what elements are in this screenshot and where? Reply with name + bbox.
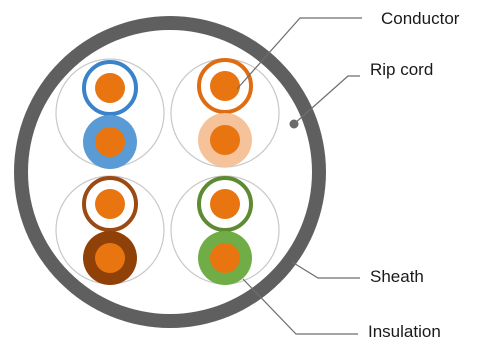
conductor-label: Conductor [381,9,460,28]
rip-cord-label: Rip cord [370,60,433,79]
insulation-leader-line [242,278,358,335]
insulation-label: Insulation [368,322,441,340]
cable-interior [28,30,312,314]
conductor-leader-line [236,17,362,90]
pair-blue-solid-conductor [95,127,125,157]
pair-brown [55,175,165,285]
pair-green [170,175,280,285]
pair-brown-stripe-conductor [95,189,125,219]
sheath-label: Sheath [370,267,424,286]
pair-green-solid-conductor [210,243,240,273]
pair-blue [55,58,165,169]
sheath-leader-line [291,261,360,279]
pair-orange-solid-conductor [210,125,240,155]
pair-orange [170,58,280,168]
pair-blue-stripe-conductor [95,73,125,103]
rip-cord-leader-line [293,75,360,125]
pair-brown-solid-conductor [95,243,125,273]
pair-orange-stripe-conductor [210,71,240,101]
pair-green-stripe-conductor [210,189,240,219]
